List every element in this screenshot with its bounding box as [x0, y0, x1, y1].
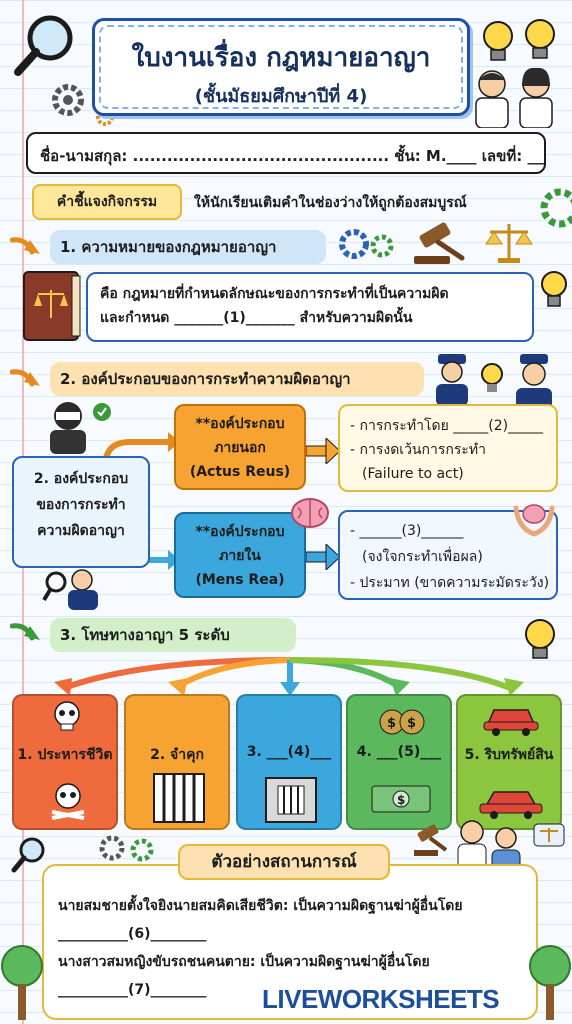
external-component-line: ภายนอก: [214, 440, 266, 456]
car-icon: [483, 709, 539, 736]
detail-blank-2[interactable]: - การกระทำโดย _____(2)_____: [350, 418, 544, 434]
punishment-card-blank-4[interactable]: 3. ___(4)___: [236, 694, 342, 830]
punishment-label: 5. ริบทรัพย์สิน: [464, 747, 554, 763]
definition-line-1: คือ กฎหมายที่กำหนดลักษณะของการกระทำที่เป…: [100, 286, 449, 302]
definition-box: คือ กฎหมายที่กำหนดลักษณะของการกระทำที่เป…: [86, 272, 534, 342]
svg-text:$: $: [407, 716, 416, 731]
components-main-box: 2. องค์ประกอบ ของการกระทำ ความผิดอาญา: [12, 456, 150, 568]
curved-arrow-icon: [10, 623, 40, 641]
police-officer-icon: [516, 354, 552, 412]
tree-icon: [1, 945, 43, 1020]
gear-icon: [52, 84, 84, 116]
car-icon: [479, 791, 543, 819]
gear-icon: [540, 188, 572, 228]
punishment-label: 2. จำคุก: [150, 747, 204, 763]
scenario-line: นางสาวสมหญิงขับรถชนคนตาย: เป็นความผิดฐาน…: [58, 954, 430, 970]
punishment-card-confiscation: 5. ริบทรัพย์สิน: [456, 694, 562, 830]
punishment-label: 1. ประหารชีวิต: [17, 747, 113, 763]
scenario-blank-6[interactable]: __________(6)________: [58, 926, 207, 942]
detail-line: - การงดเว้นการกระทำ: [350, 442, 486, 458]
brain-icon: [291, 498, 329, 528]
scenario-title: ตัวอย่างสถานการณ์: [178, 844, 390, 880]
internal-component-details: - ______(3)______ (จงใจกระทำเพื่อผล) - ป…: [338, 510, 558, 600]
internal-component-box: **องค์ประกอบ ภายใน (Mens Rea): [174, 512, 306, 598]
scenario-line: นายสมชายตั้งใจยิงนายสมคิดเสียชีวิต: เป็น…: [58, 898, 463, 914]
punishment-label[interactable]: 3. ___(4)___: [246, 744, 332, 760]
lightbulb-icon: [481, 363, 503, 392]
punishment-card-blank-5[interactable]: $ $ 4. ___(5)___ $: [346, 694, 452, 830]
magnifier-icon: [14, 15, 73, 76]
components-main-line: ของการกระทำ: [36, 497, 126, 513]
punishment-card-death: 1. ประหารชีวิต: [12, 694, 118, 830]
lightbulb-icon: [525, 619, 555, 659]
instruction-text: ให้นักเรียนเติมคำในช่องว่างให้ถูกต้องสมบ…: [194, 195, 467, 211]
cash-icon: $: [371, 785, 431, 813]
svg-text:$: $: [397, 793, 405, 807]
police-officer-icon: [436, 354, 468, 406]
external-component-line: (Actus Reus): [189, 464, 291, 480]
section-2-heading: 2. องค์ประกอบของการกระทำความผิดอาญา: [50, 362, 424, 396]
components-main-line: ความผิดอาญา: [37, 523, 125, 539]
gear-icon: [339, 229, 394, 259]
arrow-right-icon: [306, 438, 340, 464]
gavel-icon: [414, 222, 465, 264]
magnifier-icon: [11, 837, 45, 873]
liveworksheets-watermark: LIVEWORKSHEETS: [262, 984, 500, 1014]
scales-of-justice-icon: [485, 224, 533, 263]
internal-component-line: ภายใน: [219, 548, 261, 564]
tree-icon: [529, 945, 571, 1020]
worksheet-subtitle: (ชั้นมัธยมศึกษาปีที่ 4): [194, 86, 368, 107]
student-info-row[interactable]: ชื่อ-นามสกุล: ..........................…: [26, 132, 546, 174]
hands-brain-icon: [513, 504, 555, 537]
internal-component-line: **องค์ประกอบ: [195, 524, 285, 540]
external-component-details: - การกระทำโดย _____(2)_____ - การงดเว้นก…: [338, 404, 558, 492]
punishment-card-imprisonment: 2. จำคุก: [124, 694, 230, 830]
skull-icon: [51, 783, 85, 820]
law-book-icon: [23, 271, 81, 341]
detail-blank-3[interactable]: - ______(3)______: [350, 523, 464, 539]
detail-line: (Failure to act): [362, 466, 464, 482]
section-3-heading: 3. โทษทางอาญา 5 ระดับ: [50, 618, 296, 652]
gear-icon: [99, 835, 154, 862]
svg-text:$: $: [387, 716, 396, 731]
curved-arrow-icon: [10, 369, 40, 387]
worksheet-title: ใบงานเรื่อง กฎหมายอาญา: [131, 43, 431, 73]
jail-bars-icon: [153, 773, 205, 823]
external-component-line: **องค์ประกอบ: [195, 416, 285, 432]
skull-icon: [54, 701, 80, 731]
curved-arrow-icon: [10, 237, 40, 255]
jail-cell-icon: [265, 777, 317, 823]
scales-speech-icon: [533, 823, 565, 847]
thief-icon: [50, 402, 111, 454]
people-icon: [457, 820, 521, 874]
internal-component-line: (Mens Rea): [195, 572, 285, 588]
detail-line: (จงใจกระทำเพื่อผล): [362, 549, 483, 565]
lightbulb-icon: [483, 21, 513, 61]
external-component-box: **องค์ประกอบ ภายนอก (Actus Reus): [174, 404, 306, 490]
instruction-label: คำชี้แจงกิจกรรม: [32, 184, 182, 220]
components-main-line: 2. องค์ประกอบ: [33, 471, 129, 487]
money-bag-icon: $ $: [379, 709, 425, 735]
students-illustration: [475, 67, 553, 128]
section-1-heading: 1. ความหมายของกฎหมายอาญา: [50, 230, 326, 264]
lightbulb-icon: [525, 19, 555, 59]
punishment-label[interactable]: 4. ___(5)___: [356, 744, 442, 760]
detective-icon: [42, 569, 98, 610]
worksheet-title-box: ใบงานเรื่อง กฎหมายอาญา (ชั้นมัธยมศึกษาปี…: [92, 18, 470, 116]
scenario-blank-7[interactable]: __________(7)________: [58, 982, 207, 998]
definition-line-2-blank-1[interactable]: และกำหนด _______(1)_______ สำหรับความผิด…: [100, 310, 413, 326]
arrow-right-icon: [306, 544, 340, 570]
branching-arrows: [54, 657, 524, 696]
detail-line: - ประมาท (ขาดความระมัดระวัง): [350, 575, 550, 591]
lightbulb-icon: [541, 271, 567, 307]
gavel-icon: [414, 824, 448, 856]
